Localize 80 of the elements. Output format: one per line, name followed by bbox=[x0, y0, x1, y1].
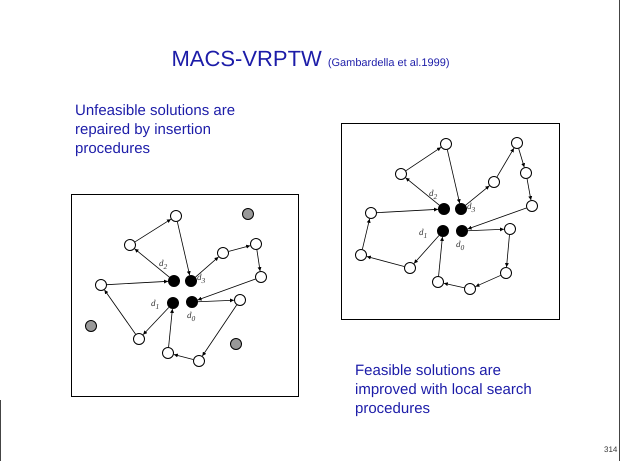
route-arrow bbox=[438, 236, 444, 276]
customer-node bbox=[162, 347, 174, 359]
route-arrow bbox=[134, 248, 170, 278]
depot-label: d$_{2}$ bbox=[159, 259, 168, 270]
citation: (Gambardella et al.1999) bbox=[328, 57, 450, 69]
route-arrow bbox=[168, 308, 174, 348]
customer-node bbox=[440, 138, 452, 150]
route-arrow bbox=[142, 306, 170, 336]
customer-node bbox=[255, 271, 267, 283]
customer-node bbox=[464, 283, 476, 295]
customer-node bbox=[404, 262, 416, 274]
route-arrow bbox=[366, 256, 405, 267]
depot-label: d$_{1}$ bbox=[419, 228, 428, 240]
unvisited-node bbox=[242, 208, 254, 220]
customer-node bbox=[355, 249, 367, 261]
route-arrow bbox=[406, 146, 442, 172]
route-arrow bbox=[414, 235, 440, 264]
depot-node bbox=[438, 203, 450, 215]
depot-node bbox=[455, 203, 467, 215]
slide-title: MACS-VRPTW bbox=[171, 46, 322, 71]
depot-node bbox=[186, 296, 198, 308]
route-arrow bbox=[173, 354, 194, 360]
route-arrow bbox=[362, 218, 371, 250]
customer-node bbox=[504, 223, 516, 235]
route-arrow bbox=[256, 250, 262, 272]
route-arrow bbox=[376, 208, 438, 214]
customer-node bbox=[511, 137, 523, 149]
route-arrow bbox=[526, 178, 532, 200]
route-arrow bbox=[202, 304, 238, 356]
customer-node bbox=[124, 239, 136, 251]
frame-label: Feasible solutions are improved with local search procedures bbox=[355, 361, 533, 418]
unvisited-node bbox=[230, 338, 242, 350]
customer-node bbox=[193, 355, 205, 367]
customer-node bbox=[395, 168, 407, 180]
depot-label: d$_{3}$ bbox=[197, 273, 206, 284]
route-arrow bbox=[228, 244, 251, 252]
customer-node bbox=[234, 294, 246, 306]
depot-node bbox=[167, 297, 179, 309]
route-arrow bbox=[446, 149, 461, 204]
unvisited-node bbox=[85, 320, 97, 332]
depot-label: d$_{0}$ bbox=[187, 311, 196, 322]
route-arrow bbox=[468, 227, 504, 232]
route-arrow bbox=[195, 256, 219, 278]
route-arrow bbox=[198, 298, 234, 302]
route-arrow bbox=[405, 177, 440, 206]
page-number: 314 bbox=[604, 445, 618, 454]
customer-node bbox=[217, 247, 229, 259]
depot-node bbox=[437, 225, 449, 237]
route-arrow bbox=[134, 218, 172, 242]
depot-node bbox=[456, 225, 468, 237]
depot-label: d$_{1}$ bbox=[151, 299, 160, 310]
depot-label: d$_{2}$ bbox=[429, 189, 438, 200]
route-arrow bbox=[104, 290, 136, 334]
customer-node bbox=[500, 267, 512, 279]
route-arrow bbox=[197, 278, 256, 300]
customer-node bbox=[488, 176, 500, 188]
depot-node bbox=[168, 275, 180, 287]
route-arrow bbox=[475, 275, 501, 287]
route-arrow bbox=[443, 282, 465, 288]
route-arrow bbox=[496, 148, 514, 178]
customer-node bbox=[365, 207, 377, 219]
route-arrow bbox=[467, 208, 527, 230]
depot-label: d$_{3}$ bbox=[467, 202, 476, 214]
customer-node bbox=[432, 276, 444, 288]
customer-node bbox=[133, 333, 145, 345]
map-frame bbox=[341, 123, 560, 320]
customer-node bbox=[170, 210, 182, 222]
depot-label: d$_{0}$ bbox=[456, 240, 464, 252]
route-arrow bbox=[465, 185, 490, 206]
map-frame bbox=[71, 194, 299, 397]
customer-node bbox=[250, 238, 262, 250]
frame-label: Unfeasible solutions are repaired by insertion procedures bbox=[75, 101, 236, 158]
customer-node bbox=[95, 279, 107, 291]
route-arrow bbox=[106, 280, 168, 286]
customer-node bbox=[520, 167, 532, 179]
depot-node bbox=[185, 275, 197, 287]
route-arrow bbox=[518, 148, 526, 168]
customer-node bbox=[526, 200, 538, 212]
route-arrow bbox=[176, 221, 191, 276]
route-arrow bbox=[504, 234, 510, 268]
